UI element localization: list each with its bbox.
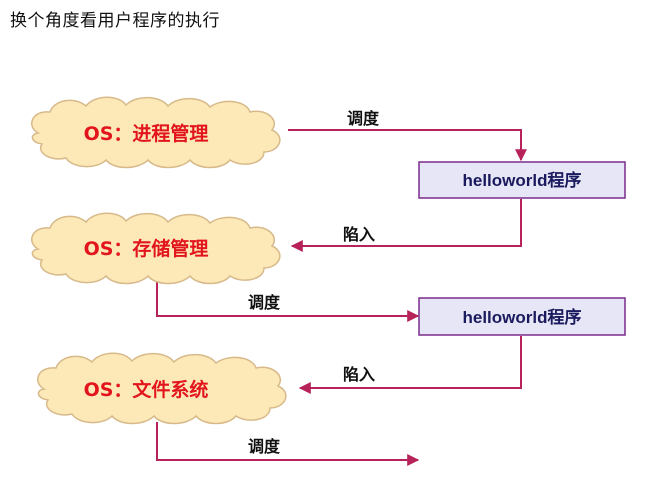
- connectors: [156, 129, 527, 466]
- connector-trap-2: [298, 336, 522, 394]
- edge-label-schedule-1: 调度: [347, 109, 380, 128]
- program-box-1-label: helloworld程序: [463, 170, 582, 190]
- edge-label-schedule-3: 调度: [248, 437, 281, 456]
- cloud-os-storage: OS：存储管理: [31, 212, 281, 285]
- edge-label-schedule-2: 调度: [248, 293, 281, 312]
- program-box-2: helloworld程序: [418, 297, 626, 336]
- edge-label-trap-2: 陷入: [343, 365, 375, 384]
- cloud-os-storage-label: OS：存储管理: [84, 237, 209, 260]
- cloud-os-process-label: OS：进程管理: [84, 122, 209, 145]
- page-title: 换个角度看用户程序的执行: [10, 11, 220, 31]
- cloud-os-process: OS：进程管理: [31, 96, 281, 169]
- connector-schedule-3: [156, 422, 420, 466]
- connector-schedule-2: [156, 282, 420, 322]
- connector-schedule-1: [288, 129, 527, 162]
- connector-trap-1: [290, 199, 522, 252]
- edge-label-trap-1: 陷入: [343, 225, 375, 244]
- program-box-1: helloworld程序: [418, 161, 626, 199]
- cloud-os-filesystem: OS：文件系统: [37, 352, 287, 425]
- program-box-2-label: helloworld程序: [463, 307, 582, 327]
- cloud-os-filesystem-label: OS：文件系统: [84, 378, 209, 401]
